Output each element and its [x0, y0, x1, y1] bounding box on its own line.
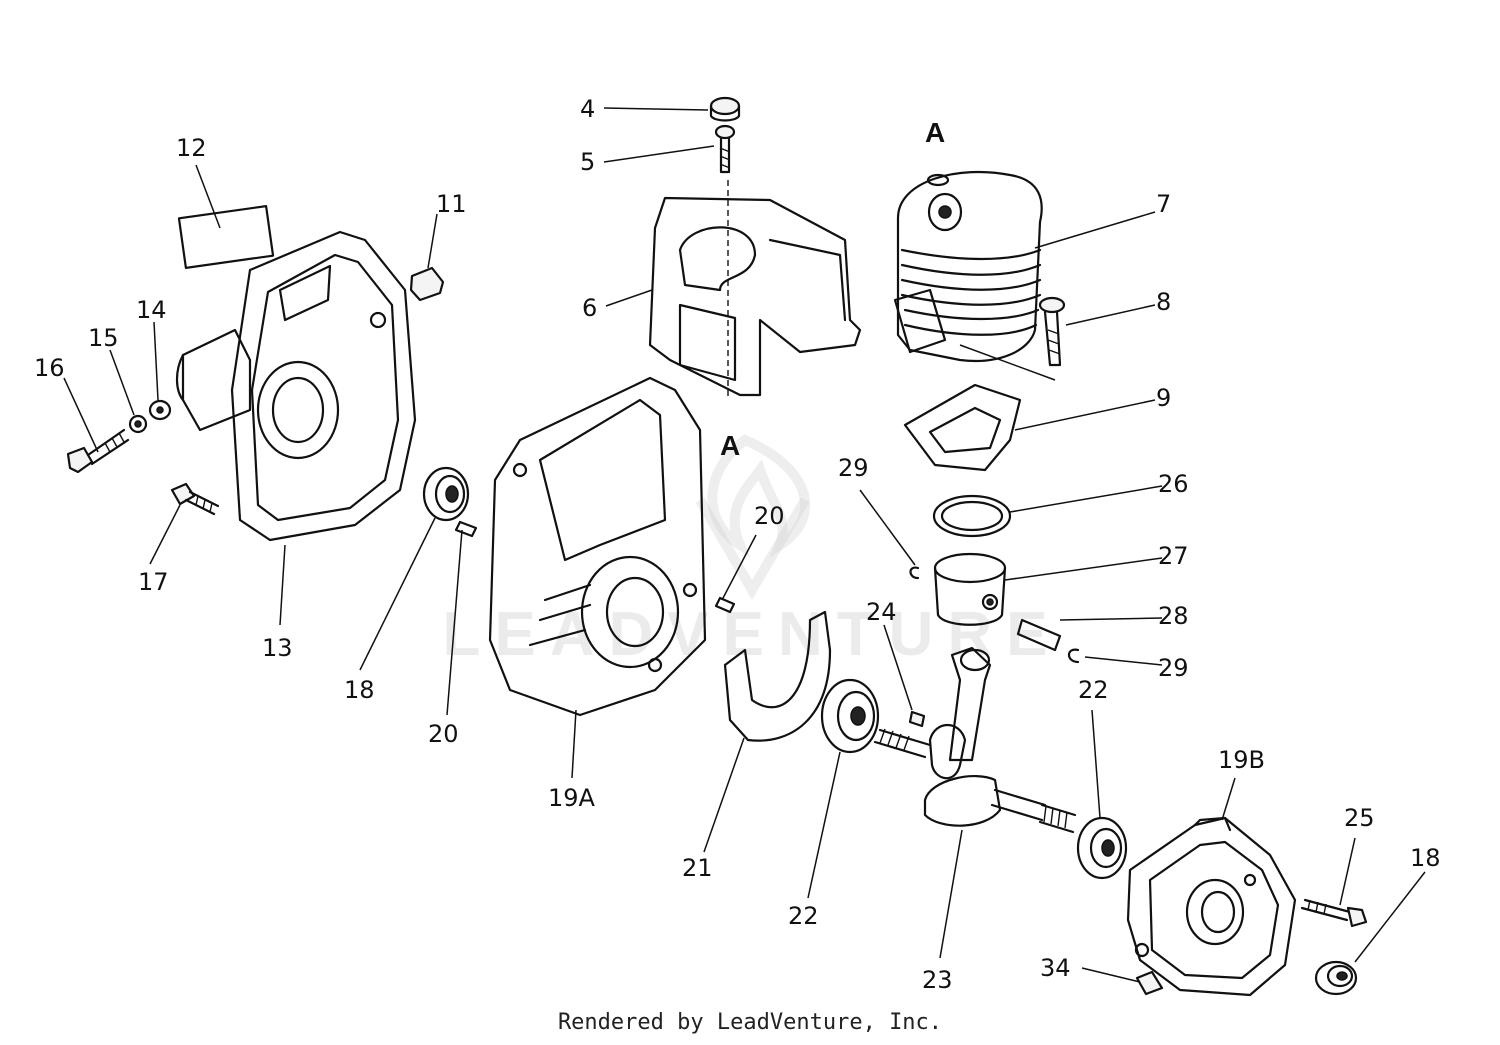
reference-mark-a-top: A — [925, 117, 945, 148]
callout-14: 14 — [136, 296, 167, 324]
cylinder-shroud-6 — [648, 196, 862, 397]
callout-22-left: 22 — [788, 902, 819, 930]
callout-27: 27 — [1158, 542, 1189, 570]
watermark-v-icon — [695, 497, 810, 600]
grommet-11 — [409, 266, 445, 302]
piston-27 — [933, 552, 1007, 626]
clip-34 — [1135, 970, 1164, 996]
footer-credit: Rendered by LeadVenture, Inc. — [557, 1010, 943, 1035]
crankshaft-23 — [873, 646, 1077, 834]
reference-mark-a-bottom: A — [720, 430, 740, 461]
callout-18-left: 18 — [344, 676, 375, 704]
bolt-16 — [66, 428, 130, 474]
bearing-18-left — [422, 466, 470, 522]
callout-34: 34 — [1040, 954, 1071, 982]
callout-13: 13 — [262, 634, 293, 662]
cylinder-7 — [893, 170, 1043, 363]
callout-23: 23 — [922, 966, 953, 994]
dowel-pin-20-left — [454, 520, 478, 538]
line-8-cyl — [959, 344, 1056, 381]
fan-housing-13 — [175, 230, 417, 542]
crankcase-19B — [1126, 816, 1297, 997]
clip-29-right — [1067, 648, 1080, 664]
bolt-25 — [1300, 898, 1368, 928]
callout-6: 6 — [582, 294, 597, 322]
gasket-9 — [903, 383, 1022, 472]
key-24 — [908, 710, 926, 728]
callout-21: 21 — [682, 854, 713, 882]
callout-4: 4 — [580, 95, 595, 123]
callout-19B: 19B — [1218, 746, 1265, 774]
crankcase-gasket-21 — [723, 610, 832, 742]
callout-20-left: 20 — [428, 720, 459, 748]
screw-5 — [714, 124, 736, 174]
watermark-text: LEADVENTURE — [442, 600, 1061, 669]
callout-11: 11 — [436, 190, 467, 218]
callout-19A: 19A — [548, 784, 596, 812]
callout-5: 5 — [580, 148, 595, 176]
decal-12 — [177, 205, 275, 269]
bolt-8 — [1038, 296, 1066, 367]
bearing-22-left — [820, 678, 880, 754]
callouts: 4 5 6 7 8 9 11 12 13 14 15 16 17 18 18 1… — [34, 95, 1441, 994]
bearing-18-right — [1314, 960, 1358, 996]
callout-17: 17 — [138, 568, 169, 596]
callout-22-right: 22 — [1078, 676, 1109, 704]
bearing-22-right — [1076, 816, 1128, 880]
callout-20-right: 20 — [754, 502, 785, 530]
screw-17 — [170, 482, 220, 516]
callout-7: 7 — [1156, 190, 1171, 218]
callout-12: 12 — [176, 134, 207, 162]
lock-washer-15 — [128, 414, 148, 434]
watermark-flame-icon — [707, 434, 811, 558]
callout-15: 15 — [88, 324, 119, 352]
callout-16: 16 — [34, 354, 65, 382]
clip-29-left — [909, 566, 920, 580]
callout-26: 26 — [1158, 470, 1189, 498]
callout-25: 25 — [1344, 804, 1375, 832]
callout-29-left: 29 — [838, 454, 869, 482]
callout-8: 8 — [1156, 288, 1171, 316]
callout-29-right: 29 — [1158, 654, 1189, 682]
callout-9: 9 — [1156, 384, 1171, 412]
callout-24: 24 — [866, 598, 897, 626]
piston-ring-26 — [932, 494, 1012, 538]
leader-lines — [63, 107, 1426, 983]
cap-4 — [709, 96, 741, 122]
dowel-pin-20-right — [714, 596, 736, 614]
crankcase-19A — [488, 376, 707, 717]
piston-pin-28 — [1016, 618, 1062, 652]
washer-14 — [148, 399, 172, 421]
callout-28: 28 — [1158, 602, 1189, 630]
callout-18-right: 18 — [1410, 844, 1441, 872]
